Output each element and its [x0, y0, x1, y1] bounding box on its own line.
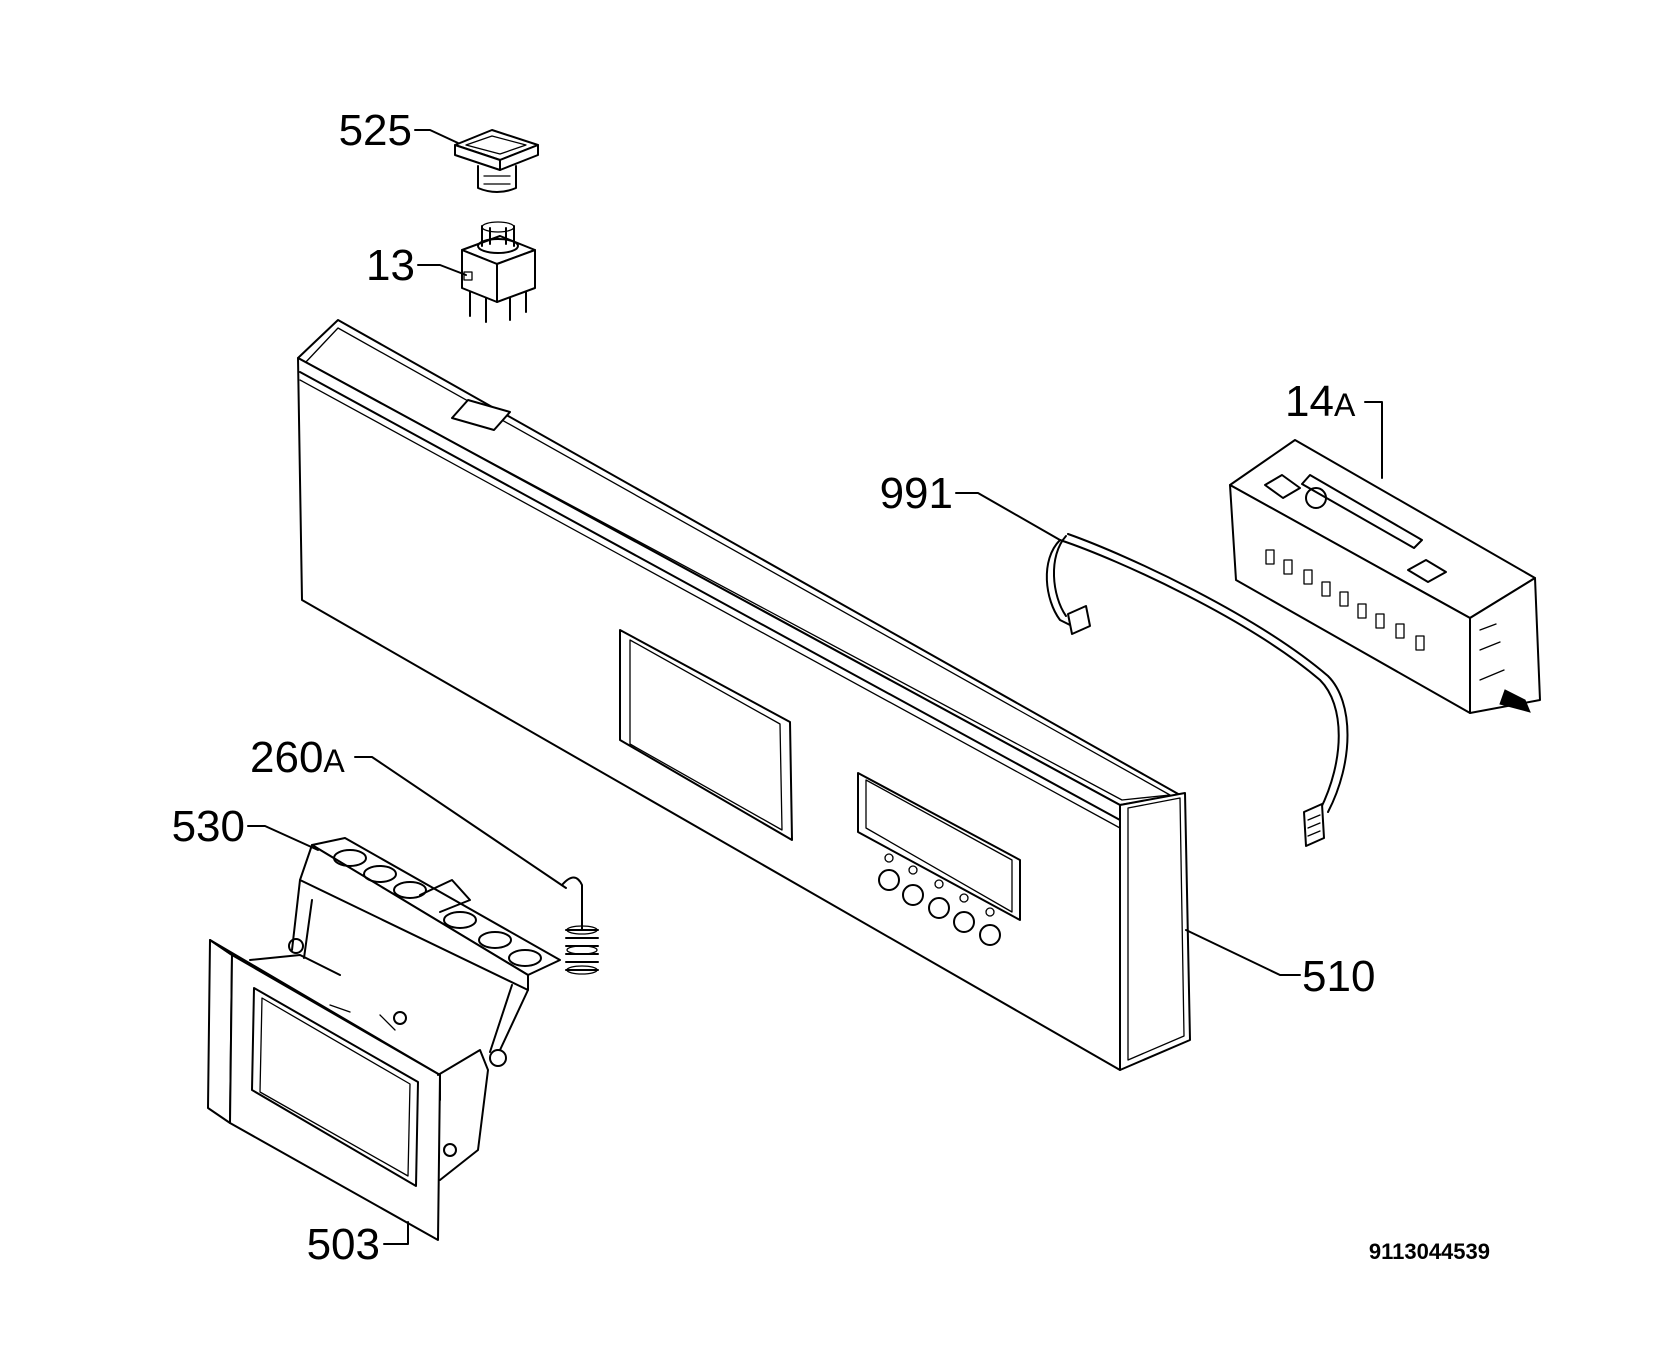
drawing-number: 9113044539	[1369, 1239, 1490, 1264]
part-503-handle-frame	[207, 939, 489, 1241]
leader-14a	[1364, 401, 1383, 479]
part-991-wiring-harness	[1045, 533, 1349, 847]
label-260a: 260A	[250, 733, 345, 782]
label-260a-number: 260	[250, 733, 323, 782]
leader-510	[1185, 929, 1301, 976]
label-14a: 14A	[1285, 377, 1356, 426]
leader-lines	[247, 129, 1383, 1245]
label-991: 991	[880, 469, 953, 518]
label-14a-suffix: A	[1334, 387, 1356, 423]
leader-530	[247, 825, 319, 851]
label-13: 13	[366, 241, 415, 290]
part-530-handle-lever	[288, 837, 561, 1067]
part-510-control-panel	[297, 319, 1191, 1071]
part-13-switch	[461, 221, 536, 323]
label-530: 530	[172, 802, 245, 851]
part-260a-spring	[561, 876, 599, 975]
leader-260a	[354, 756, 567, 889]
label-14a-number: 14	[1285, 377, 1334, 426]
label-525: 525	[339, 106, 412, 155]
label-510: 510	[1302, 952, 1375, 1001]
label-503: 503	[307, 1220, 380, 1269]
leader-503	[383, 1221, 409, 1245]
part-525-button-cap	[454, 129, 539, 193]
leader-13	[417, 264, 467, 276]
leader-991	[955, 492, 1061, 541]
leader-525	[414, 129, 459, 144]
part-14a-electronic-module	[1229, 439, 1541, 714]
label-260a-suffix: A	[323, 743, 345, 779]
